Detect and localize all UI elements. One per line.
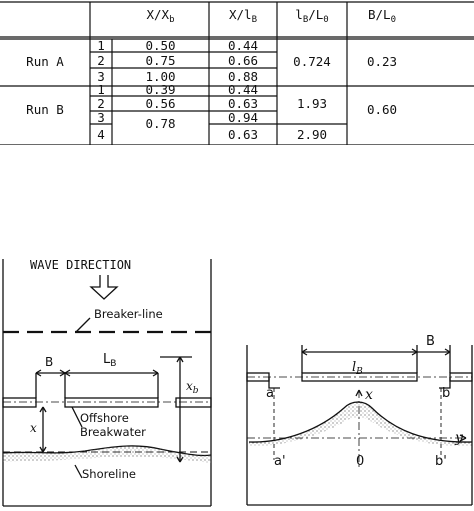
run-a-lb-l0: 0.724 xyxy=(293,54,331,69)
run-b-row-3-n: 3 xyxy=(97,110,105,125)
run-b-row-2-x-xb: 0.56 xyxy=(145,96,176,111)
header-x-lb: X/lB xyxy=(229,7,257,26)
run-a-row-1-n: 1 xyxy=(97,38,105,53)
point-b-label: b xyxy=(442,386,451,401)
left-b-label: B xyxy=(45,355,54,369)
run-a-row-2-n: 2 xyxy=(97,53,105,68)
run-b-row-2-x-lb: 0.63 xyxy=(227,96,259,111)
run-a-row-1-x-lb: 0.44 xyxy=(227,38,259,53)
run-a-b-l0: 0.23 xyxy=(366,54,398,69)
table-rules xyxy=(0,1,474,145)
offshore-label: Offshore xyxy=(80,411,129,425)
breaker-line-label: Breaker-line xyxy=(94,307,163,321)
right-b-label: B xyxy=(426,334,435,349)
right-schematic-drawing xyxy=(246,345,473,506)
xb-label: xb xyxy=(186,379,199,396)
run-b-b-l0: 0.60 xyxy=(366,102,398,117)
left-schematic: WAVE DIRECTION Breaker-line B LB xb x Of… xyxy=(0,255,215,507)
run-b-row-1-x-lb: 0.44 xyxy=(227,82,259,97)
run-b-row-1-n: 1 xyxy=(97,82,105,97)
header-b-l0: B/L0 xyxy=(368,7,396,26)
data-table: X/Xb X/lB lB/L0 B/L0 Run A 1 2 3 0.50 0.… xyxy=(0,0,474,145)
left-x-label: x xyxy=(30,421,37,435)
run-b-label: Run B xyxy=(26,102,64,117)
run-b-row-4-n: 4 xyxy=(97,127,105,142)
point-b-prime-label: b' xyxy=(435,454,447,469)
run-a-row-3-x-lb: 0.88 xyxy=(227,69,259,84)
breakwater-label: Breakwater xyxy=(80,425,146,439)
header-x-xb: X/Xb xyxy=(146,7,175,26)
y-axis-label: y xyxy=(455,430,463,446)
run-a-row-3-n: 3 xyxy=(97,69,105,84)
run-a-row-1-x-xb: 0.50 xyxy=(145,38,176,53)
run-a-row-2-x-lb: 0.66 xyxy=(227,53,259,68)
point-a-label: a xyxy=(266,386,274,401)
run-b-row-2-n: 2 xyxy=(97,96,105,111)
run-a-row-2-x-xb: 0.75 xyxy=(145,53,176,68)
left-lb-label: LB xyxy=(103,352,117,369)
run-a-row-3-x-xb: 1.00 xyxy=(145,69,176,84)
shoreline-label: Shoreline xyxy=(82,467,136,481)
right-lb-label: lB xyxy=(352,360,363,377)
header-lb-l0: lB/L0 xyxy=(295,7,329,26)
wave-direction-label: WAVE DIRECTION xyxy=(30,258,132,272)
right-schematic: lB B a b x y a' 0 b' xyxy=(244,330,474,507)
run-b-row-1-x-xb: 0.39 xyxy=(145,82,176,97)
point-a-prime-label: a' xyxy=(274,454,286,469)
left-schematic-drawing xyxy=(2,259,212,507)
run-b-row-4-x-lb: 0.63 xyxy=(227,127,259,142)
run-b-row-4-lb-l0: 2.90 xyxy=(296,127,328,142)
origin-label: 0 xyxy=(356,454,365,469)
run-b-row-3-x-xb: 0.78 xyxy=(145,116,176,131)
run-b-lb-l0: 1.93 xyxy=(296,96,328,111)
x-axis-label: x xyxy=(365,387,373,403)
run-b-row-3-x-lb: 0.94 xyxy=(227,110,259,125)
run-a-label: Run A xyxy=(26,54,64,69)
